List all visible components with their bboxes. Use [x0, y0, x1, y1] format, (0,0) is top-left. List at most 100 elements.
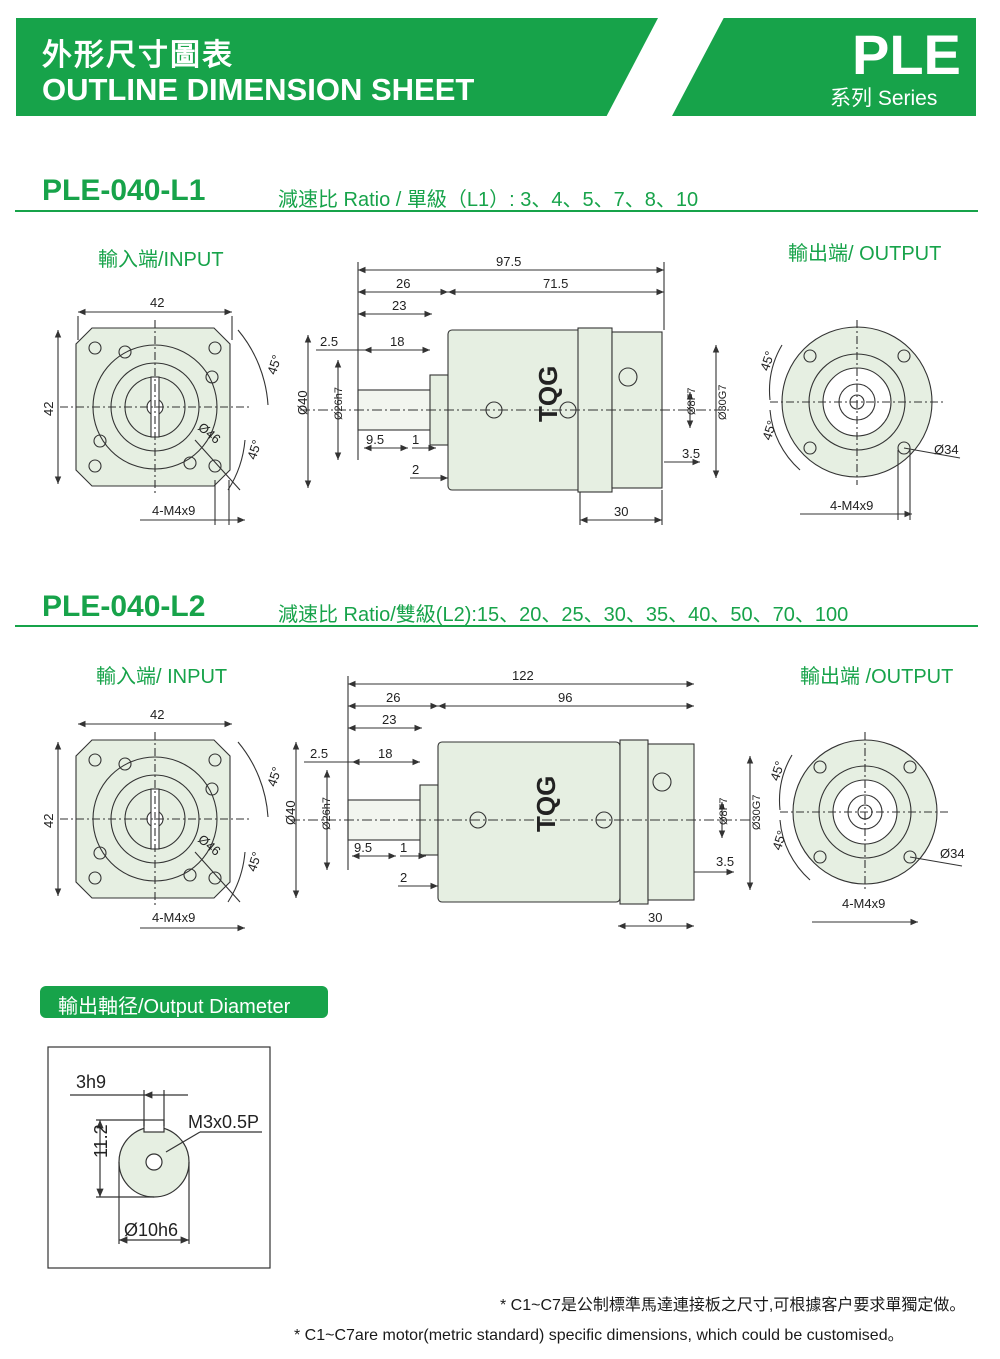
brand-logo: TQG — [533, 366, 563, 422]
gearbox-body — [437, 741, 621, 903]
mount-hole-icon — [208, 459, 222, 473]
dim-angle: 45° — [264, 353, 284, 376]
dim-total-length: 97.5 — [496, 254, 521, 269]
dim-26: 26 — [386, 690, 400, 705]
dim-d8: Ø8F7 — [718, 797, 730, 825]
mount-hole-icon — [813, 850, 827, 864]
dim-9-5: 9.5 — [354, 840, 372, 855]
dim-1: 1 — [400, 840, 407, 855]
header-banner — [16, 18, 658, 116]
mount-hole-icon — [88, 871, 102, 885]
thread-label: M3x0.5P — [188, 1112, 259, 1132]
dim-angle: 45° — [264, 765, 284, 788]
dim-body-length: 96 — [558, 690, 572, 705]
dim-flange-width: 42 — [150, 707, 164, 722]
brand-logo: TQG — [531, 776, 561, 832]
dim-30: 30 — [648, 910, 662, 925]
mount-hole-icon — [88, 459, 102, 473]
dim-d30: Ø30G7 — [717, 385, 729, 420]
shaft-diameter-label: Ø10h6 — [124, 1220, 178, 1240]
mount-hole-icon — [93, 846, 107, 860]
dim-3-5: 3.5 — [682, 446, 700, 461]
dim-out-holes: 4-M4x9 — [842, 896, 885, 911]
gearbox-ring — [619, 739, 649, 905]
dim-2-5: 2.5 — [310, 746, 328, 761]
dim-2: 2 — [400, 870, 407, 885]
key-slot — [143, 1119, 165, 1133]
output-diameter-frame — [47, 1046, 271, 1269]
dim-26: 26 — [396, 276, 410, 291]
header-title-cn: 外形尺寸圖表 — [42, 39, 234, 72]
dim-2: 2 — [412, 462, 419, 477]
series-code: PLE — [852, 23, 961, 86]
dim-labels-l2: 42 42 45° 45° Ø46 4-M4x9 122 26 96 23 2.… — [41, 668, 965, 925]
mount-hole-icon — [813, 760, 827, 774]
mount-hole-icon — [118, 345, 132, 359]
mount-hole-icon — [88, 753, 102, 767]
mount-hole-icon — [88, 341, 102, 355]
flange-hole-icon — [652, 772, 672, 792]
dim-out-angle: 45° — [767, 759, 787, 782]
dim-flange-height: 42 — [41, 402, 56, 416]
thread-hole-icon — [145, 1153, 163, 1171]
mount-hole-icon — [118, 757, 132, 771]
height-label: 11.2 — [91, 1124, 111, 1158]
output-diameter-tag — [40, 986, 328, 1018]
dim-d26: Ø26h7 — [321, 797, 333, 830]
dim-3-5: 3.5 — [716, 854, 734, 869]
mount-hole-icon — [205, 370, 219, 384]
ratio-text-l1: 減速比 Ratio / 單級（L1）: 3、4、5、7、8、10 — [278, 189, 699, 211]
mount-hole-icon — [803, 349, 817, 363]
dim-1: 1 — [412, 432, 419, 447]
section-divider — [15, 210, 978, 212]
output-label-l1: 輸出端/ OUTPUT — [788, 243, 942, 265]
ratio-text-l2: 減速比 Ratio/雙級(L2):15、20、25、30、35、40、50、70… — [278, 604, 849, 626]
dim-flange-height: 42 — [41, 814, 56, 828]
series-label: 系列 Series — [830, 87, 938, 110]
output-diameter-labels: 3h9 M3x0.5P 11.2 Ø10h6 — [76, 1072, 259, 1240]
drawing-group-l2 — [54, 676, 963, 932]
flange-hole-icon — [618, 367, 638, 387]
drawing-group-l1 — [54, 262, 961, 525]
mount-hole-icon — [897, 441, 911, 455]
mount-hole-icon — [903, 850, 917, 864]
mount-hole-icon — [183, 868, 197, 882]
dim-labels-l1: 42 42 45° 45° Ø46 4-M4x9 97.5 26 71.5 23… — [41, 254, 959, 519]
dim-d40: Ø40 — [283, 800, 298, 825]
input-label-l2: 輸入端/ INPUT — [96, 666, 228, 688]
dim-holes: 4-M4x9 — [152, 503, 195, 518]
dim-out-angle: 45° — [757, 349, 777, 372]
mount-hole-icon — [183, 456, 197, 470]
note-en: * C1~C7are motor(metric standard) specif… — [294, 1327, 904, 1344]
output-diameter-drawing — [47, 1046, 271, 1269]
dim-9-5: 9.5 — [366, 432, 384, 447]
model-title-l1: PLE-040-L1 — [42, 174, 206, 207]
dim-out-angle: 45° — [769, 829, 789, 852]
dim-30: 30 — [614, 504, 628, 519]
dim-holes: 4-M4x9 — [152, 910, 195, 925]
dim-flange-width: 42 — [150, 295, 164, 310]
key-width-label: 3h9 — [76, 1072, 106, 1092]
output-diameter-title: 輸出軸径/Output Diameter — [58, 996, 291, 1018]
dim-out-angle: 45° — [759, 419, 779, 442]
dim-18: 18 — [378, 746, 392, 761]
dim-18: 18 — [390, 334, 404, 349]
mount-hole-icon — [208, 753, 222, 767]
mount-hole-icon — [208, 871, 222, 885]
dim-angle: 45° — [244, 438, 264, 461]
dim-23: 23 — [382, 712, 396, 727]
mount-hole-icon — [903, 760, 917, 774]
header-title-en: OUTLINE DIMENSION SHEET — [42, 72, 475, 107]
series-banner — [672, 18, 976, 116]
dim-d30: Ø30G7 — [751, 795, 763, 830]
dim-angle: 45° — [244, 850, 264, 873]
output-label-l2: 輸出端 /OUTPUT — [800, 666, 954, 688]
dim-out-holes: 4-M4x9 — [830, 498, 873, 513]
input-label-l1: 輸入端/INPUT — [98, 249, 224, 271]
dim-d34: Ø34 — [940, 846, 965, 861]
note-cn: * C1~C7是公制標準馬達連接板之尺寸,可根據客户要求單獨定做。 — [500, 1297, 966, 1314]
dim-2-5: 2.5 — [320, 334, 338, 349]
mount-hole-icon — [205, 782, 219, 796]
output-flange-side — [647, 743, 695, 901]
